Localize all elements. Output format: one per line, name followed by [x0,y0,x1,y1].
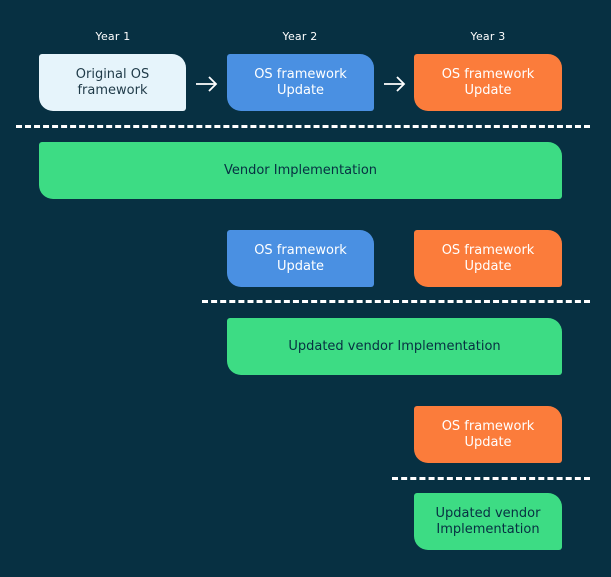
os-framework-update-box-row1-year3: OS framework Update [414,54,562,111]
vendor-implementation-label: Vendor Implementation [223,162,378,178]
year-1-label: Year 1 [95,30,131,43]
os-framework-update-box-row3-year3: OS framework Update [414,406,562,463]
dashed-divider-row1 [16,125,590,128]
os-framework-update-box-row2-year3: OS framework Update [414,230,562,287]
vendor-implementation-box: Vendor Implementation [39,142,562,199]
updated-vendor-implementation-box-row3: Updated vendor Implementation [414,493,562,550]
updated-vendor-implementation-label: Updated vendor Implementation [288,338,501,354]
os-framework-update-label: OS framework Update [254,66,347,98]
os-framework-update-label: OS framework Update [441,242,535,274]
os-framework-update-box-row1-year2: OS framework Update [227,54,374,111]
original-os-framework-box: Original OS framework [39,54,186,111]
arrow-right-icon [384,76,406,92]
os-framework-update-label: OS framework Update [441,418,535,450]
dashed-divider-row2 [202,300,590,303]
dashed-divider-row3 [392,477,590,480]
updated-vendor-implementation-box-row2: Updated vendor Implementation [227,318,562,375]
year-3-label: Year 3 [470,30,506,43]
year-2-label: Year 2 [282,30,318,43]
os-framework-update-box-row2-year2: OS framework Update [227,230,374,287]
os-framework-update-label: OS framework Update [254,242,347,274]
original-os-framework-label: Original OS framework [75,66,150,98]
updated-vendor-implementation-label: Updated vendor Implementation [435,505,541,537]
os-framework-update-label: OS framework Update [441,66,535,98]
arrow-right-icon [196,76,218,92]
